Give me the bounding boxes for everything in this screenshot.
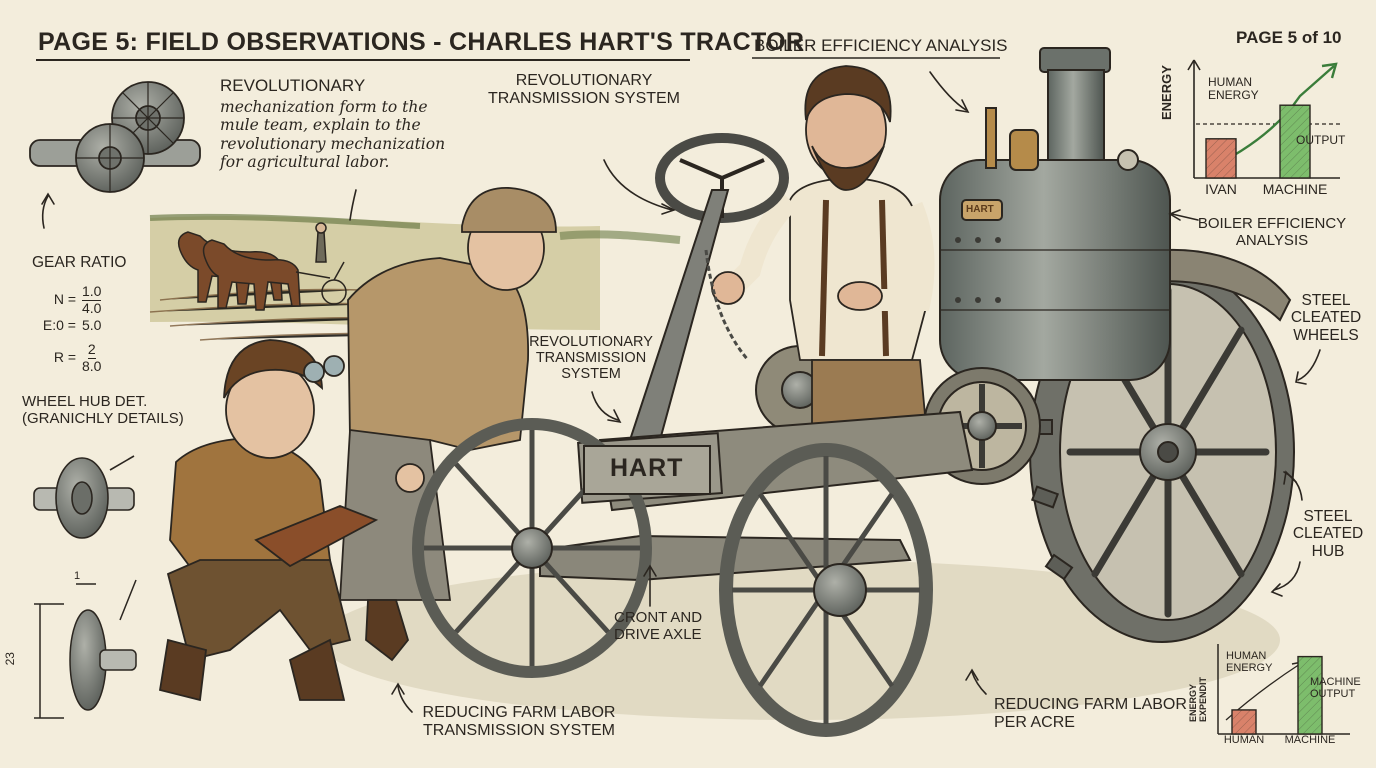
boiler — [939, 47, 1171, 381]
gear-ratio-denominator: 8.0 — [82, 357, 102, 374]
label-line: HUMAN — [1226, 650, 1267, 662]
mule-team — [177, 231, 301, 311]
revolutionary-note-line: for agricultural labor. — [220, 152, 390, 171]
transmission-label-top: REVOLUTIONARY TRANSMISSION SYSTEM — [484, 72, 684, 108]
small-gear-drawing — [34, 579, 137, 719]
label-line: MACHINE — [1310, 676, 1361, 688]
chart-category-label: MACHINE — [1262, 181, 1328, 197]
chart-category-label: HUMAN — [1223, 734, 1265, 746]
revolutionary-note-body: mechanization form to the mule team, exp… — [220, 98, 445, 171]
label-line: TRANSMISSION SYSTEM — [422, 721, 616, 739]
charles-hart-figure — [711, 65, 935, 471]
label-line: TRANSMISSION SYSTEM — [487, 89, 681, 107]
boy-figure — [158, 339, 379, 702]
steel-hub-label: STEEL CLEATED HUB — [1290, 508, 1366, 560]
wheel-hub-label: WHEEL HUB DET. (GRANICHLY DETAILS) — [22, 393, 184, 428]
top-chart-annotation-output: OUTPUT — [1296, 133, 1346, 147]
gear-assembly — [29, 81, 201, 193]
bottom-chart-annotation-machine: MACHINE OUTPUT — [1310, 676, 1361, 701]
gear-ratio-row: E:0 = 5.0 — [24, 317, 102, 334]
label-line: TRANSMISSION — [535, 350, 647, 367]
label-line: ENERGY — [1188, 683, 1198, 722]
frame-nameplate: HART — [610, 454, 684, 482]
label-line: STEEL — [1303, 508, 1353, 525]
label-line: BOILER EFFICIENCY — [1197, 215, 1347, 232]
bottom-chart-ylabel: ENERGY EXPENDIT — [1188, 677, 1208, 722]
label-line: EXPENDIT — [1198, 676, 1209, 722]
front-axle-label: CRONT AND DRIVE AXLE — [614, 609, 703, 644]
revolutionary-note-line: revolutionary mechanization — [220, 134, 446, 153]
label-line: REVOLUTIONARY — [529, 334, 653, 350]
bottom-chart — [1217, 644, 1350, 735]
front-wheel-left — [412, 418, 652, 678]
annotation-arrows — [41, 71, 1321, 713]
revolutionary-note-line: mule team, explain to the — [220, 116, 421, 135]
label-line: HUMAN — [1208, 75, 1252, 89]
front-wheel-right — [719, 443, 933, 737]
label-line: HUB — [1311, 542, 1345, 560]
gear-ratio-numerator: 5.0 — [82, 317, 102, 333]
gear-ratio-fraction: 5.0 — [82, 317, 102, 334]
gear-ratio-symbol: E:0 = — [42, 317, 76, 333]
gear-ratio-symbol: N = — [53, 291, 76, 308]
gear-ratio-symbol: R = — [53, 349, 76, 366]
plow — [295, 222, 347, 305]
label-line: SYSTEM — [561, 366, 621, 383]
chart-bar-hatching — [1280, 105, 1310, 178]
steel-wheels-label: STEEL CLEATED WHEELS — [1286, 292, 1366, 344]
gear-ratio-numerator: 2 — [87, 341, 96, 359]
page-title: PAGE 5: FIELD OBSERVATIONS - CHARLES HAR… — [38, 28, 805, 56]
boiler-nameplate: HART — [966, 204, 994, 215]
label-line: PER ACRE — [994, 713, 1075, 731]
label-line: ENERGY — [1208, 88, 1259, 103]
transmission-label-mid: REVOLUTIONARY TRANSMISSION SYSTEM — [516, 334, 666, 383]
boiler-analysis-label: BOILER EFFICIENCY ANALYSIS — [1184, 215, 1360, 250]
label-line: (GRANICHLY DETAILS) — [22, 409, 184, 427]
label-line: STEEL — [1301, 292, 1351, 309]
chart-bar-hatching — [1232, 709, 1256, 734]
revolutionary-note-heading: REVOLUTIONARY — [220, 76, 366, 95]
steering-assembly — [628, 133, 789, 441]
dimension-height-label: 23 — [2, 652, 17, 666]
top-chart — [1187, 59, 1340, 179]
label-line: REDUCING FARM LABOR — [994, 696, 1187, 713]
frame-nameplate-plate — [583, 445, 711, 495]
boiler-analysis-heading: BOILER EFFICIENCY ANALYSIS — [754, 36, 1008, 55]
top-chart-annotation-human: HUMAN ENERGY — [1208, 75, 1259, 103]
label-line: REVOLUTIONARY — [515, 72, 653, 89]
label-line: OUTPUT — [1310, 688, 1356, 701]
chart-bar-hatching — [1298, 656, 1322, 734]
gear-ratio-numerator: 1.0 — [82, 283, 102, 301]
bottom-chart-annotation-human: HUMAN ENERGY — [1226, 650, 1272, 675]
label-line: DRIVE AXLE — [614, 625, 702, 643]
wheel-hub-detail — [33, 455, 135, 539]
gear-ratio-denominator: 4.0 — [82, 299, 102, 316]
chart-bar-hatching — [1206, 138, 1236, 178]
chart-category-label: MACHINE — [1284, 734, 1336, 746]
label-line: ENERGY — [1226, 662, 1273, 675]
label-line: CLEATED — [1292, 525, 1364, 543]
revolutionary-note-line: mechanization form to the — [220, 98, 428, 116]
top-chart-ylabel: ENERGY — [1159, 65, 1174, 120]
reducing-labor-label-left: REDUCING FARM LABOR TRANSMISSION SYSTEM — [414, 704, 624, 740]
dimension-width-label: 1 — [74, 570, 81, 582]
label-line: CRONT AND — [614, 609, 703, 626]
elderly-woman-figure — [339, 187, 557, 662]
label-line: ANALYSIS — [1235, 231, 1309, 249]
label-line: CLEATED — [1290, 309, 1362, 327]
label-line: WHEELS — [1293, 326, 1359, 344]
chart-category-label: IVAN — [1205, 181, 1237, 197]
page-indicator: PAGE 5 of 10 — [1236, 28, 1342, 47]
gear-ratio-heading: GEAR RATIO — [32, 254, 127, 271]
label-line: WHEEL HUB DET. — [22, 393, 148, 410]
reducing-labor-label-right: REDUCING FARM LABOR PER ACRE — [994, 696, 1187, 732]
label-line: REDUCING FARM LABOR — [422, 704, 616, 721]
